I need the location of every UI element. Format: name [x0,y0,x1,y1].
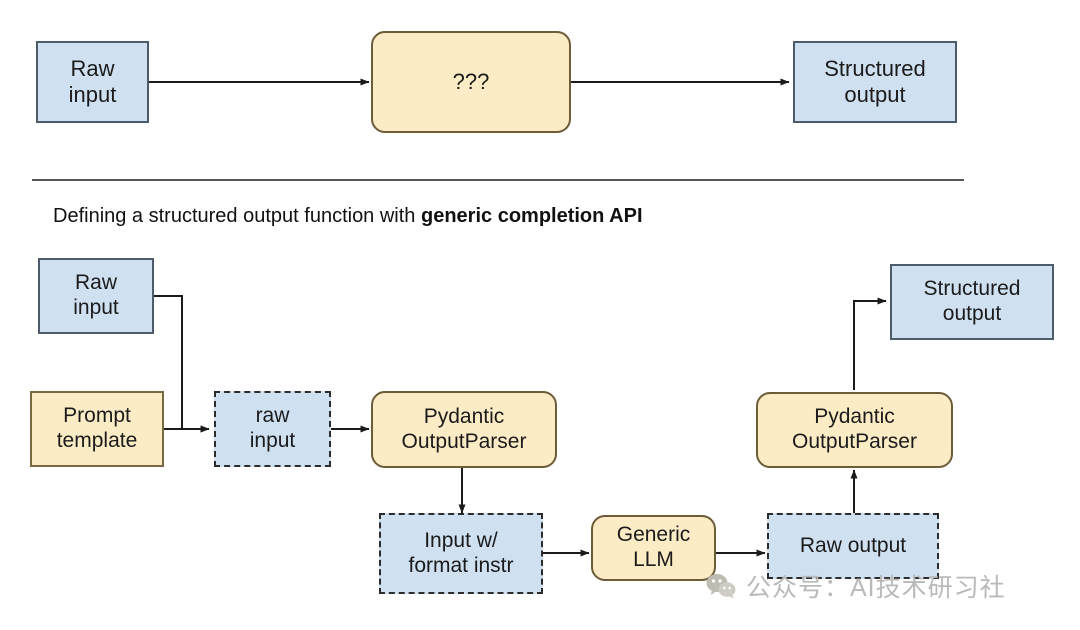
edge-pydanticright-to-structuredoutput [853,297,887,390]
node-structured-output: Structured output [890,264,1054,340]
section-caption: Defining a structured output function wi… [53,205,643,228]
node-raw-input: Raw input [38,258,154,334]
node-pydantic-output-parser-left: Pydantic OutputParser [371,391,557,468]
section-divider [32,179,964,181]
node-pydantic-output-parser-right: Pydantic OutputParser [756,392,953,468]
node-raw-output: Raw output [767,513,939,579]
caption-prefix: Defining a structured output function wi… [53,205,421,227]
node-top-structured-output: Structured output [793,41,957,123]
node-generic-llm: Generic LLM [591,515,716,581]
node-prompt-template: Prompt template [30,391,164,467]
node-top-unknown: ??? [371,31,571,133]
node-input-with-format-instr: Input w/ format instr [379,513,543,594]
node-raw-input-variable: raw input [214,391,331,467]
caption-bold: generic completion API [421,205,643,227]
node-top-raw-input: Raw input [36,41,149,123]
